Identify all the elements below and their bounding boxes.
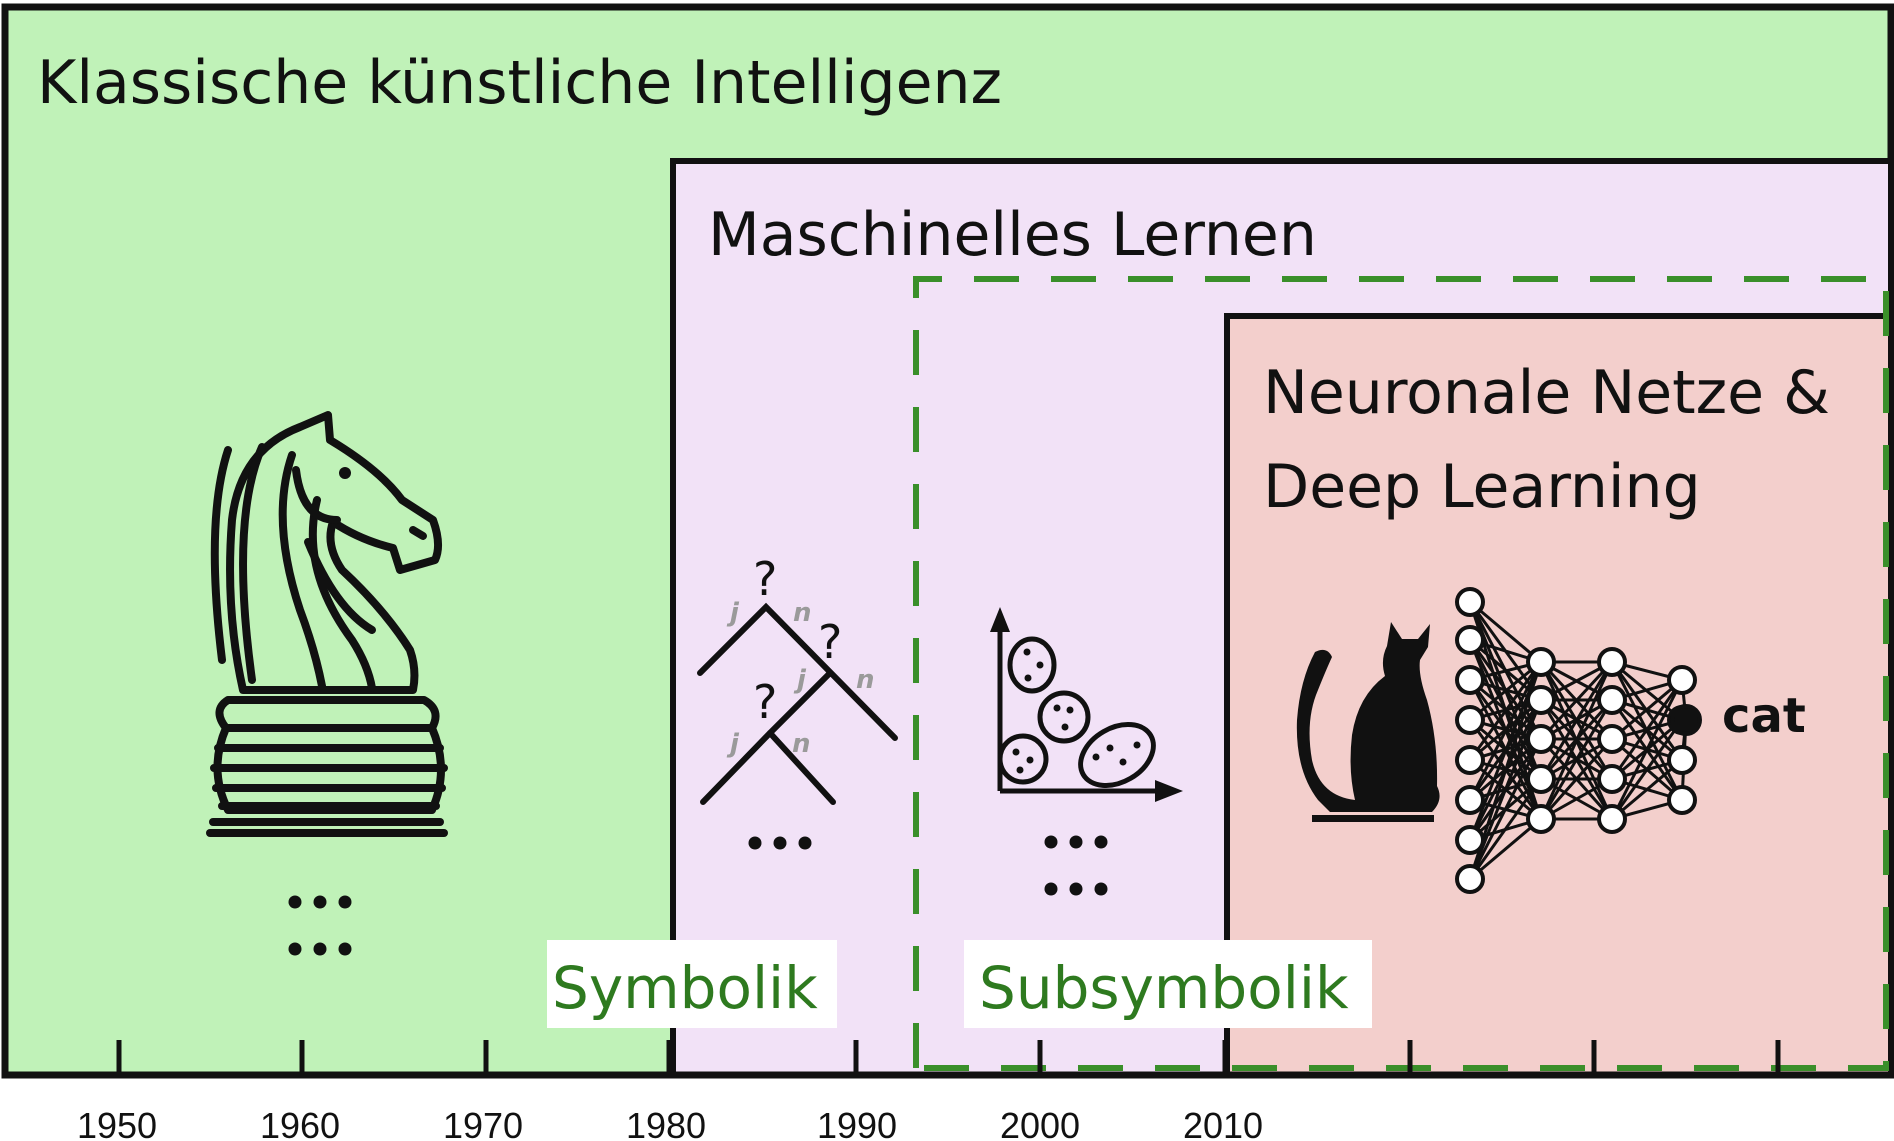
network-node xyxy=(1455,587,1485,617)
network-node xyxy=(1526,724,1556,754)
network-node xyxy=(1597,804,1627,834)
network-node xyxy=(1455,705,1485,735)
network-edge xyxy=(1468,661,1543,801)
network-output-label: cat xyxy=(1722,688,1806,744)
network-node xyxy=(1455,745,1485,775)
timeline-ticks xyxy=(116,1040,1781,1075)
subsymbolic-label-box xyxy=(964,940,1372,1028)
chess-knight-icon xyxy=(206,411,448,837)
timeline-year-labels: 1950 1960 1970 1980 1990 2000 2010 xyxy=(77,1105,1263,1141)
network-node xyxy=(1526,764,1556,794)
network-edge xyxy=(1611,678,1683,741)
year-label: 1970 xyxy=(443,1105,523,1141)
tree-branch-yes: j xyxy=(793,665,807,695)
year-label: 1950 xyxy=(77,1105,157,1141)
tree-question-mark: ? xyxy=(753,552,777,606)
network-node xyxy=(1667,745,1697,775)
symbolic-label-box xyxy=(547,940,837,1028)
network-edge xyxy=(1610,679,1684,780)
year-label: 2000 xyxy=(1000,1105,1080,1141)
network-edge xyxy=(1539,661,1614,780)
network-edge xyxy=(1610,719,1684,820)
network-edge xyxy=(1539,699,1614,820)
network-node xyxy=(1455,625,1485,655)
cluster-scatter-plot-icon xyxy=(990,607,1183,802)
year-label: 2010 xyxy=(1183,1105,1263,1141)
classic-ai-title: Klassische künstliche Intelligenz xyxy=(37,48,1002,118)
network-node xyxy=(1597,724,1627,754)
network-node xyxy=(1597,685,1627,715)
network-output-node xyxy=(1670,704,1702,736)
year-label: 1980 xyxy=(626,1105,706,1141)
network-node xyxy=(1455,825,1485,855)
network-edge xyxy=(1468,778,1543,880)
network-node xyxy=(1455,785,1485,815)
subsymbolic-label: Subsymbolik xyxy=(979,954,1349,1022)
year-label: 1960 xyxy=(260,1105,340,1141)
network-edge xyxy=(1611,758,1683,821)
tree-question-mark: ? xyxy=(818,615,842,669)
decision-tree-icon: ? ? ? j n j n j n xyxy=(697,552,898,805)
more-methods-dots-icon xyxy=(748,836,812,850)
network-node xyxy=(1455,665,1485,695)
network-node xyxy=(1667,785,1697,815)
network-node xyxy=(1526,647,1556,677)
network-edge xyxy=(1610,679,1684,820)
network-node xyxy=(1455,864,1485,894)
tree-question-mark: ? xyxy=(753,675,777,729)
network-node xyxy=(1526,685,1556,715)
network-edge xyxy=(1539,660,1614,741)
subsymbolic-boundary xyxy=(913,276,1889,1071)
neural-network-icon xyxy=(1455,587,1702,894)
tree-branch-no: n xyxy=(856,665,875,695)
year-label: 1990 xyxy=(817,1105,897,1141)
network-edge xyxy=(1469,817,1542,881)
network-edge xyxy=(1539,661,1614,820)
network-edge xyxy=(1468,738,1543,880)
tree-branch-yes: j xyxy=(726,729,740,759)
symbolic-label: Symbolik xyxy=(552,954,818,1022)
network-node xyxy=(1597,647,1627,677)
network-node xyxy=(1667,665,1697,695)
network-edge xyxy=(1539,738,1614,820)
network-node xyxy=(1597,764,1627,794)
machine-learning-title: Maschinelles Lernen xyxy=(708,200,1317,270)
tree-branch-no: n xyxy=(793,598,812,628)
network-edge xyxy=(1468,661,1543,761)
network-edge xyxy=(1469,660,1542,722)
deep-learning-title-line2: Deep Learning xyxy=(1263,452,1701,522)
network-edge xyxy=(1469,600,1542,664)
cat-icon xyxy=(1296,622,1440,822)
tree-branch-no: n xyxy=(792,729,811,759)
tree-branch-yes: j xyxy=(726,598,740,628)
more-methods-dots-icon xyxy=(288,895,352,956)
network-node xyxy=(1526,804,1556,834)
more-methods-dots-icon xyxy=(1044,835,1108,896)
deep-learning-title-line1: Neuronale Netze & xyxy=(1263,358,1830,428)
